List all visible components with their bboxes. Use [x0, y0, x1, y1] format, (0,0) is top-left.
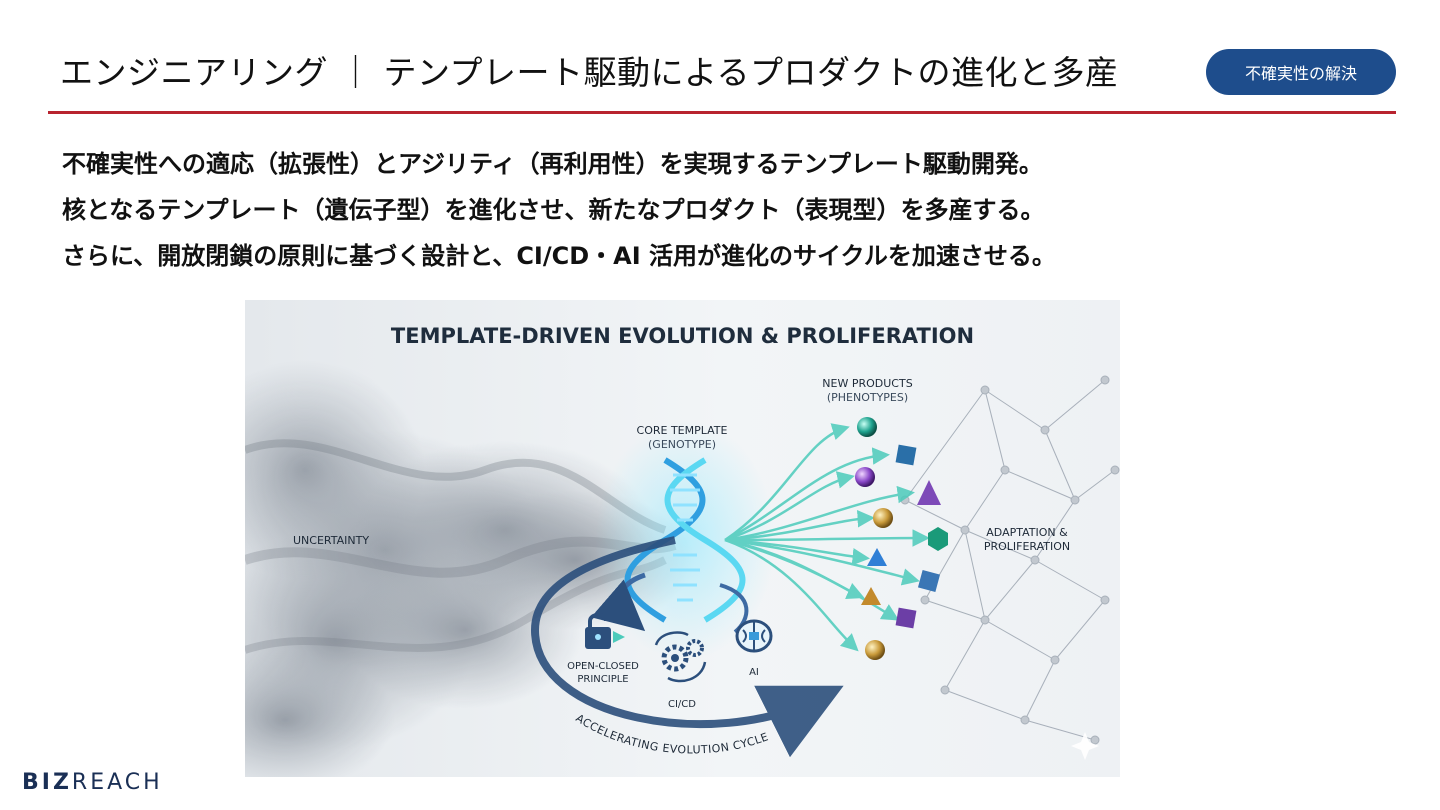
body-line-2: 核となるテンプレート（遺伝子型）を進化させ、新たなプロダクト（表現型）を多産する… [62, 196, 1045, 224]
status-badge: 不確実性の解決 [1206, 49, 1396, 95]
product-cube-purple [895, 607, 917, 629]
product-sphere-teal [857, 417, 877, 437]
body-line-3: さらに、開放閉鎖の原則に基づく設計と、CI/CD・AI 活用が進化のサイクルを加… [62, 242, 1056, 270]
product-sphere-gold [873, 508, 893, 528]
page-title: エンジニアリング ｜ テンプレート駆動によるプロダクトの進化と多産 [60, 53, 1119, 92]
logo-part-2: REACH [71, 770, 163, 795]
open-closed-line-2: PRINCIPLE [577, 674, 629, 685]
cicd-label: CI/CD [668, 699, 696, 710]
header-divider [48, 111, 1396, 114]
open-closed-lock-icon [585, 613, 625, 649]
new-products-label: NEW PRODUCTS (PHENOTYPES) [800, 377, 935, 405]
bizreach-logo: BIZREACH [22, 770, 163, 795]
body-text: 不確実性への適応（拡張性）とアジリティ（再利用性）を実現するテンプレート駆動開発… [62, 141, 1392, 279]
sparkle-icon [1071, 732, 1099, 760]
adaptation-line-2: PROLIFERATION [983, 540, 1071, 553]
product-cube-blue [895, 444, 917, 466]
product-sphere-gold-2 [865, 640, 885, 660]
product-pyramid-gold [861, 587, 881, 605]
core-template-label: CORE TEMPLATE (GENOTYPE) [617, 424, 747, 452]
product-shapes [855, 417, 948, 660]
logo-part-1: BIZ [22, 770, 72, 795]
evolution-illustration: ACCELERATING EVOLUTION CYCLE TEMPLATE-DR… [245, 300, 1120, 777]
ai-brain-icon [735, 619, 773, 653]
adaptation-label: ADAPTATION & PROLIFERATION [967, 526, 1087, 554]
network-graph [900, 375, 1120, 745]
product-pyramid-purple [917, 480, 941, 505]
adaptation-line-1: ADAPTATION & [986, 526, 1068, 539]
proliferation-arrows [724, 423, 930, 652]
new-products-title: NEW PRODUCTS [822, 377, 913, 390]
genotype-label: (GENOTYPE) [648, 438, 716, 451]
phenotypes-label: (PHENOTYPES) [826, 391, 909, 404]
product-pyramid-blue [867, 548, 887, 566]
open-closed-label: OPEN-CLOSED PRINCIPLE [553, 660, 653, 686]
open-closed-line-1: OPEN-CLOSED [567, 661, 639, 672]
product-sphere-purple [855, 467, 875, 487]
product-cube-teal [917, 569, 941, 593]
cicd-gear-icon [654, 631, 707, 683]
product-gem-green [928, 527, 948, 551]
body-line-1: 不確実性への適応（拡張性）とアジリティ（再利用性）を実現するテンプレート駆動開発… [62, 150, 1043, 178]
core-template-title: CORE TEMPLATE [636, 424, 728, 437]
uncertainty-label: UNCERTAINTY [293, 534, 370, 547]
ai-label: AI [749, 667, 759, 678]
illustration-graphics: ACCELERATING EVOLUTION CYCLE [245, 300, 1120, 777]
illustration-title: TEMPLATE-DRIVEN EVOLUTION & PROLIFERATIO… [390, 324, 975, 348]
